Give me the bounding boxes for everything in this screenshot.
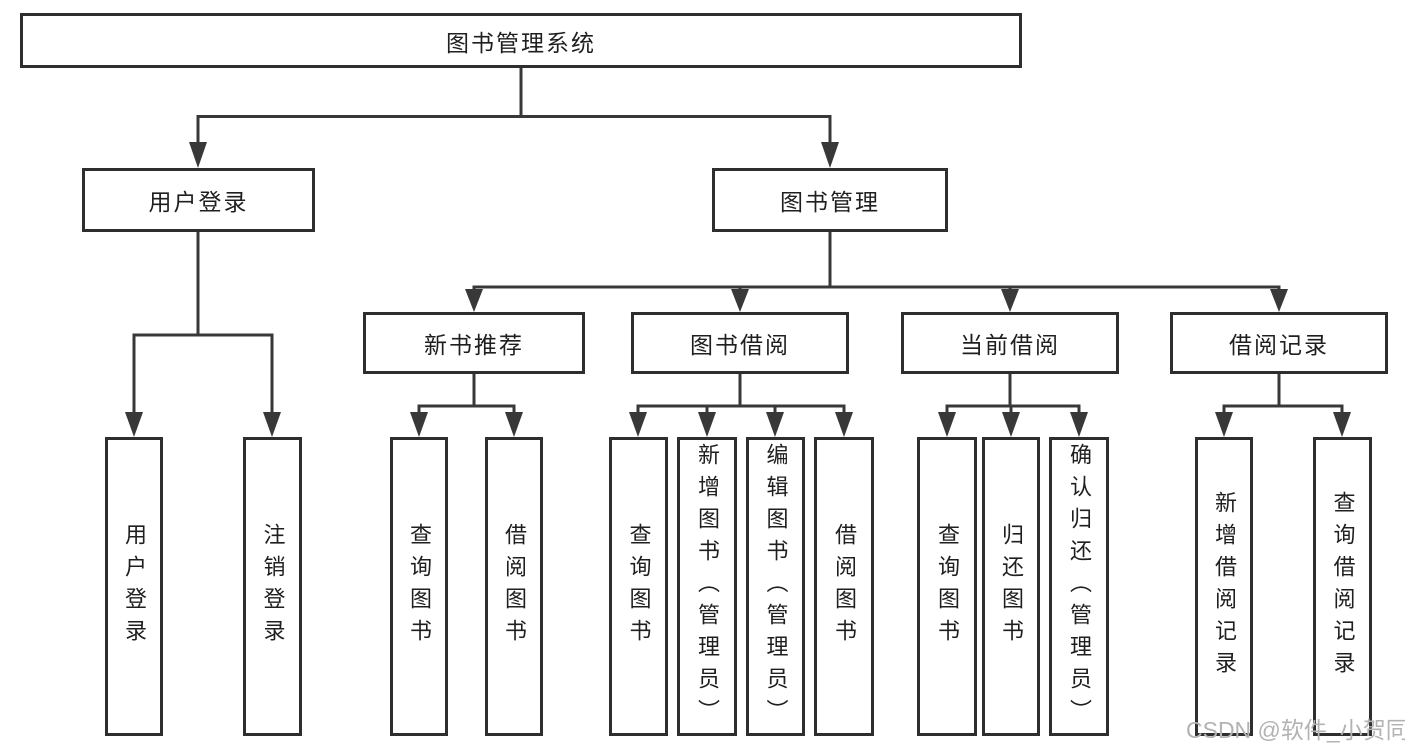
node-book-management: 图书管理 xyxy=(712,168,948,232)
leaf-edit-books-admin: 编辑图书（管理员） xyxy=(746,437,805,736)
connector-new-book-recommend-to-leaves xyxy=(410,374,523,437)
leaf-query-books-recommend: 查询图书 xyxy=(390,437,448,736)
arrow-down-icon xyxy=(189,142,207,168)
node-label: 用户登录 xyxy=(148,189,249,215)
node-label: 注销登录 xyxy=(260,522,286,651)
arrow-down-icon xyxy=(1001,289,1019,312)
leaf-borrow-books-borrowing: 借阅图书 xyxy=(814,437,874,736)
leaf-query-books-current: 查询图书 xyxy=(917,437,977,736)
leaf-query-books-borrowing: 查询图书 xyxy=(609,437,668,736)
leaf-add-borrow-record: 新增借阅记录 xyxy=(1195,437,1253,736)
node-label: 新书推荐 xyxy=(424,332,524,358)
arrow-down-icon xyxy=(410,412,428,437)
node-label: 确认归还（管理员） xyxy=(1067,442,1092,731)
node-label: 图书管理 xyxy=(780,189,880,215)
connector-book-borrowing-to-leaves xyxy=(629,374,853,437)
arrow-down-icon xyxy=(835,412,853,437)
leaf-user-login: 用户登录 xyxy=(105,437,163,736)
node-label: 查询图书 xyxy=(407,522,432,651)
connector-user-login-to-leaves xyxy=(125,232,281,437)
node-new-book-recommend: 新书推荐 xyxy=(363,312,585,374)
arrow-down-icon xyxy=(629,412,647,437)
arrow-down-icon xyxy=(1070,412,1088,437)
connector-current-borrowing-to-leaves xyxy=(938,374,1088,437)
connector-borrowing-records-to-leaves xyxy=(1215,374,1351,437)
node-label: 用户登录 xyxy=(122,522,147,651)
node-current-borrowing: 当前借阅 xyxy=(901,312,1119,374)
arrow-down-icon xyxy=(263,412,281,437)
node-label: 新增图书（管理员） xyxy=(695,442,720,731)
node-label: 借阅图书 xyxy=(502,522,527,651)
arrow-down-icon xyxy=(125,412,143,437)
csdn-watermark: CSDN @软件_小贺同学 xyxy=(1186,717,1405,743)
arrow-down-icon xyxy=(698,412,716,437)
node-user-login: 用户登录 xyxy=(82,168,315,232)
arrow-down-icon xyxy=(1333,412,1351,437)
arrow-down-icon xyxy=(731,289,749,312)
node-book-borrowing: 图书借阅 xyxy=(631,312,849,374)
node-label: 当前借阅 xyxy=(960,332,1060,358)
arrow-down-icon xyxy=(821,142,839,168)
leaf-add-books-admin: 新增图书（管理员） xyxy=(677,437,737,736)
node-library-system: 图书管理系统 xyxy=(20,13,1022,68)
arrow-down-icon xyxy=(938,412,956,437)
node-label: 查询图书 xyxy=(626,522,652,651)
node-label: 查询图书 xyxy=(935,522,960,651)
leaf-borrow-books-recommend: 借阅图书 xyxy=(485,437,543,736)
leaf-query-borrow-record: 查询借阅记录 xyxy=(1313,437,1372,736)
node-label: 查询借阅记录 xyxy=(1330,490,1356,683)
leaf-confirm-return-admin: 确认归还（管理员） xyxy=(1049,437,1109,736)
connector-root-to-level2 xyxy=(189,68,839,168)
node-label: 图书管理系统 xyxy=(446,29,596,56)
arrow-down-icon xyxy=(465,289,483,312)
node-label: 图书借阅 xyxy=(690,332,790,358)
leaf-logout: 注销登录 xyxy=(243,437,302,736)
arrow-down-icon xyxy=(766,412,784,437)
arrow-down-icon xyxy=(1215,412,1233,437)
node-label: 新增借阅记录 xyxy=(1212,490,1237,683)
leaf-return-books: 归还图书 xyxy=(982,437,1040,736)
node-label: 借阅记录 xyxy=(1229,332,1329,358)
connector-book-management-to-level3 xyxy=(465,232,1288,312)
node-label: 归还图书 xyxy=(999,522,1024,651)
node-borrowing-records: 借阅记录 xyxy=(1170,312,1388,374)
node-label: 借阅图书 xyxy=(832,522,857,651)
node-label: 编辑图书（管理员） xyxy=(763,442,789,731)
arrow-down-icon xyxy=(505,412,523,437)
arrow-down-icon xyxy=(1270,289,1288,312)
arrow-down-icon xyxy=(1002,412,1020,437)
